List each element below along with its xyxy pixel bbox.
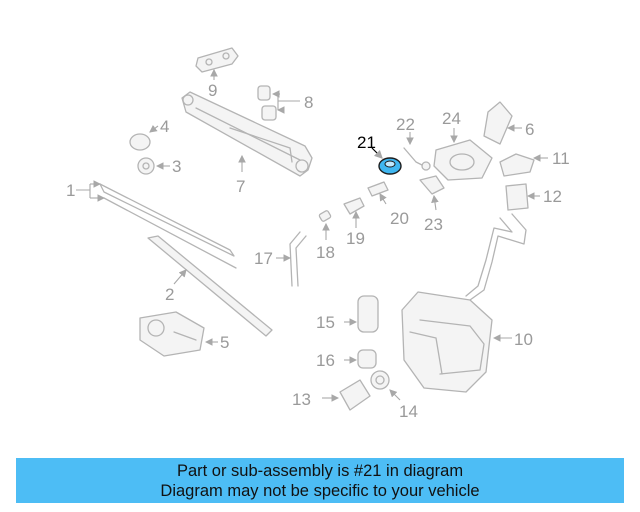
callout-16: 16 (316, 351, 335, 370)
part-11-cap (499, 153, 548, 177)
callout-9: 9 (208, 81, 217, 100)
part-3-nut (137, 157, 170, 175)
part-22-clip (403, 132, 431, 171)
callout-20: 20 (390, 209, 409, 228)
part-13-pump (322, 379, 371, 411)
part-18-connector (318, 210, 332, 240)
info-banner: Part or sub-assembly is #21 in diagram D… (16, 458, 624, 503)
part-16-grommet (344, 349, 377, 369)
part-19-nozzle (343, 197, 365, 228)
part-12-filler-neck (505, 183, 540, 211)
part-1-wiper-blade (76, 180, 237, 269)
part-24-housing (433, 128, 493, 181)
part-15-pump (344, 295, 379, 333)
part-7-linkage (181, 91, 313, 177)
callout-6: 6 (525, 120, 534, 139)
part-17-hose (276, 231, 307, 287)
parts-diagram: 1 2 3 4 5 6 7 8 9 10 11 12 13 14 15 16 1… (66, 47, 570, 421)
callout-17: 17 (254, 249, 273, 268)
callout-19: 19 (346, 229, 365, 248)
callout-4: 4 (160, 117, 169, 136)
callout-18: 18 (316, 243, 335, 262)
callout-24: 24 (442, 109, 461, 128)
part-10-reservoir (401, 213, 527, 393)
part-8-grommets (257, 85, 300, 121)
part-9-bracket (195, 47, 239, 80)
callout-2: 2 (165, 285, 174, 304)
callout-23: 23 (424, 215, 443, 234)
part-23-elbow (419, 175, 445, 211)
callout-14: 14 (399, 402, 418, 421)
part-14-seal (370, 370, 401, 401)
callout-13: 13 (292, 390, 311, 409)
callout-12: 12 (543, 187, 562, 206)
callout-15: 15 (316, 313, 335, 332)
part-6-bracket (483, 101, 522, 145)
callout-10: 10 (514, 330, 533, 349)
banner-line-disclaimer: Diagram may not be specific to your vehi… (160, 482, 480, 500)
callout-22: 22 (396, 115, 415, 134)
part-4-cap (129, 124, 159, 151)
part-2-wiper-arm (147, 235, 273, 337)
banner-line-part: Part or sub-assembly is #21 in diagram (176, 462, 464, 480)
part-21-highlighted (371, 147, 402, 175)
callout-3: 3 (172, 157, 181, 176)
callout-21: 21 (357, 133, 376, 152)
part-20-jet (367, 181, 389, 205)
callout-8: 8 (304, 93, 313, 112)
part-5-motor (139, 311, 218, 357)
callout-5: 5 (220, 333, 229, 352)
callout-1: 1 (66, 181, 75, 200)
callout-11: 11 (552, 149, 570, 168)
callout-7: 7 (236, 177, 245, 196)
